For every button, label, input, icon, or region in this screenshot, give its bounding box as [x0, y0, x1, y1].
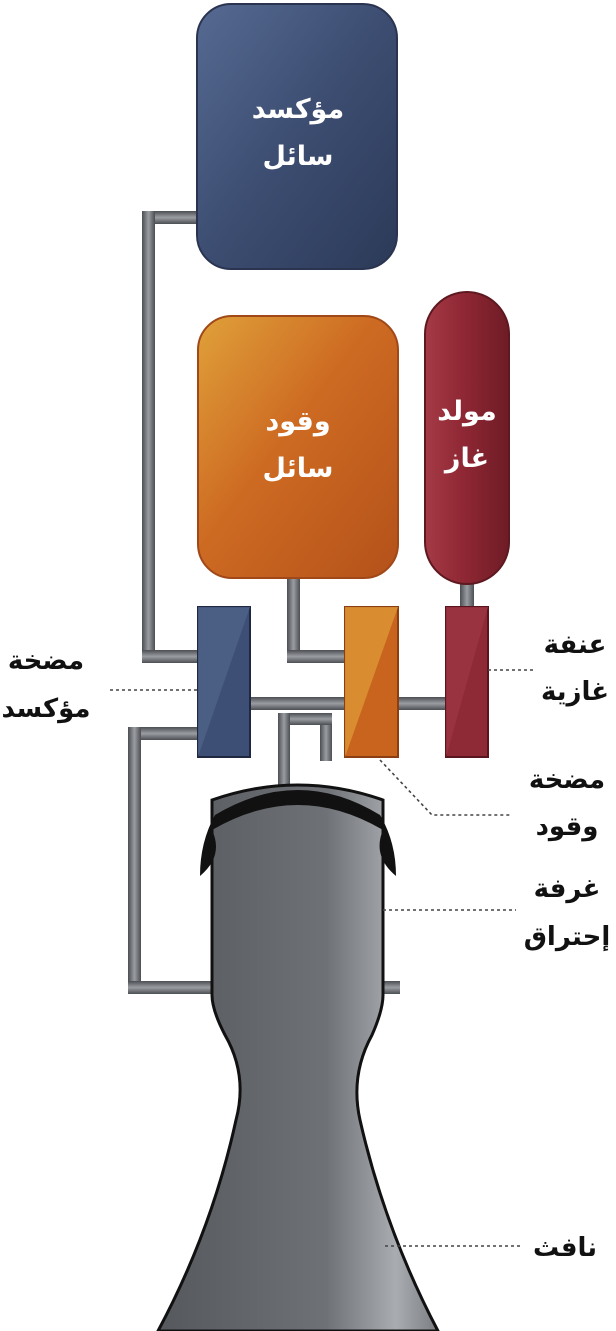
- oxidizer-pump-label-line1: مضخة: [8, 646, 84, 676]
- turbine-label-line2: غازية: [541, 677, 609, 707]
- gas-generator-label-line1: مولد: [437, 396, 496, 427]
- turbine-label-line1: عنفة: [544, 630, 607, 660]
- fuel-pump-label-line2: وقود: [536, 812, 599, 842]
- label-turbine: عنفة غازية: [488, 630, 609, 707]
- fuel-tank-label-line1: وقود: [265, 406, 330, 437]
- combustion-chamber-label-line1: غرفة: [534, 874, 601, 904]
- fuel-tank: وقود سائل: [197, 315, 399, 579]
- combustion-chamber-label-line2: إحتراق: [524, 922, 611, 952]
- fuel-tank-label-line2: سائل: [263, 453, 334, 484]
- oxidizer-tank: مؤكسد سائل: [196, 3, 398, 270]
- pipe-oxidizer-horizontal-top: [142, 211, 204, 224]
- label-nozzle: نافث: [385, 1233, 597, 1263]
- fuel-pump-label-line1: مضخة: [529, 765, 605, 795]
- gas-generator: مولد غاز: [424, 291, 510, 585]
- oxidizer-tank-label-line1: مؤكسد: [252, 94, 344, 125]
- pipe-fuel-to-pump: [287, 650, 347, 663]
- pipe-fuel-pump-out-h: [278, 713, 332, 725]
- label-combustion-chamber: غرفة إحتراق: [383, 874, 610, 952]
- engine: [156, 783, 440, 1331]
- nozzle-label: نافث: [533, 1233, 597, 1263]
- pipe-oxidizer-down: [128, 727, 141, 994]
- combustion-chamber-cap: [200, 790, 396, 876]
- fuel-pump: [344, 606, 399, 758]
- pipe-fuel-to-chamber: [278, 713, 290, 793]
- label-oxidizer-pump: مضخة مؤكسد: [2, 646, 198, 724]
- oxidizer-tank-label-line2: سائل: [263, 141, 334, 172]
- oxidizer-pump-label-line2: مؤكسد: [2, 694, 91, 724]
- turbine: [445, 606, 489, 758]
- pipe-oxidizer-pump-out: [128, 727, 200, 740]
- pipe-fuel-vertical: [287, 575, 300, 663]
- combustion-chamber-and-nozzle-body: [156, 783, 440, 1331]
- pipe-oxidizer-vertical: [142, 211, 155, 663]
- label-fuel-pump: مضخة وقود: [379, 759, 605, 842]
- gas-generator-label-line2: غاز: [443, 443, 489, 474]
- pipe-oxidizer-to-pump: [142, 650, 202, 663]
- oxidizer-pump: [197, 606, 251, 758]
- pipe-gas-generator-to-turbine: [460, 578, 474, 610]
